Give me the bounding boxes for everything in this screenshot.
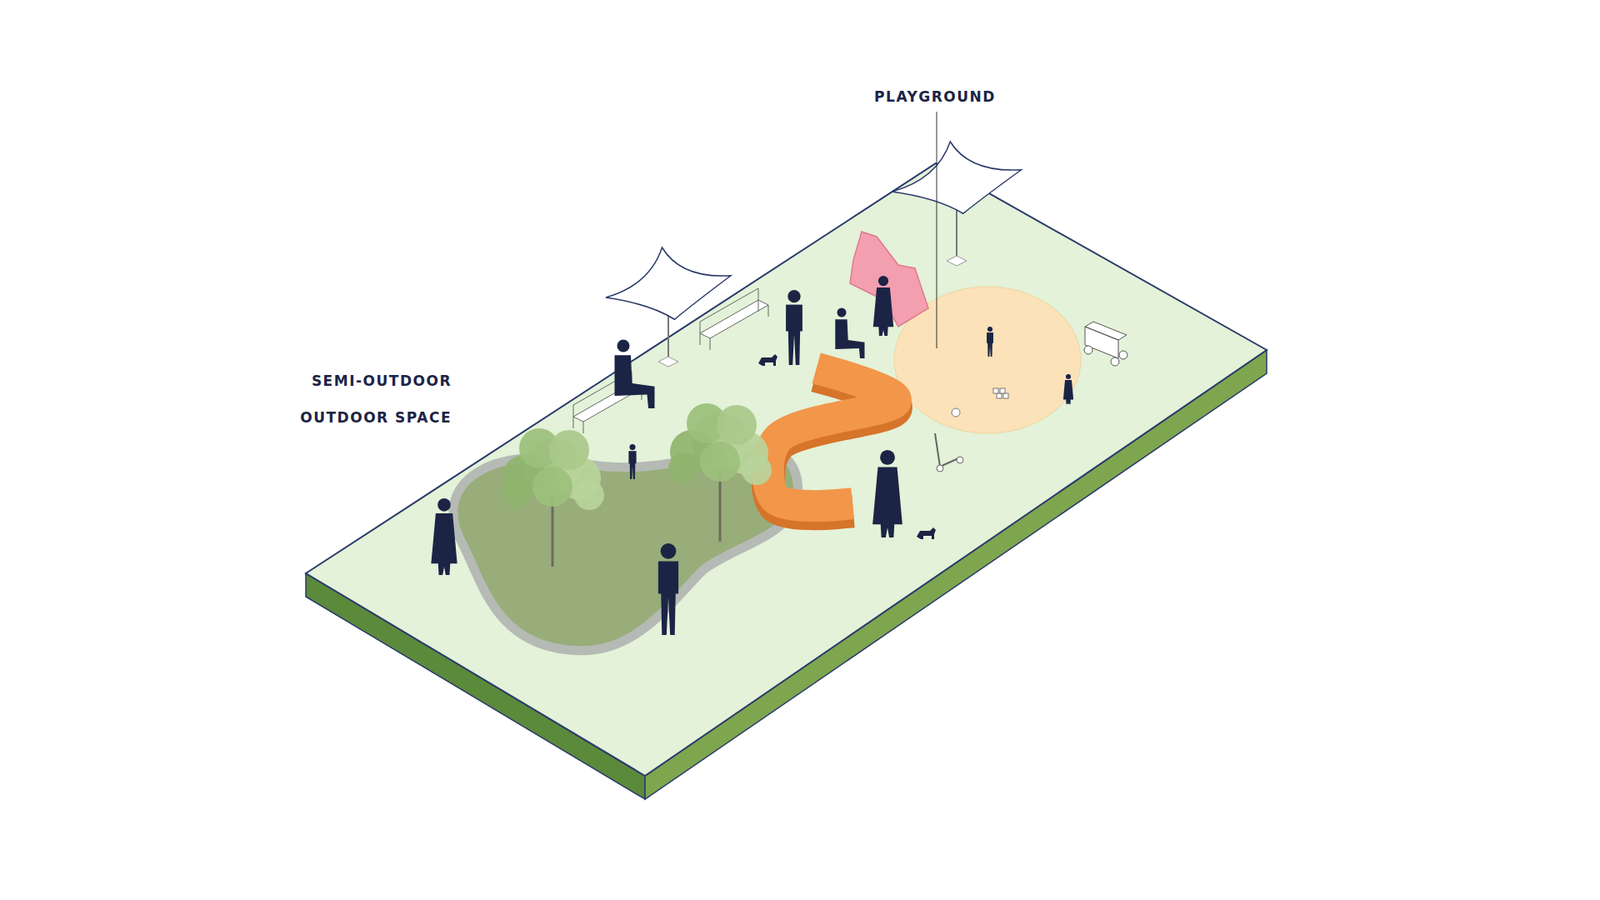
person-legs: [438, 561, 451, 575]
bench-leg: [583, 421, 585, 434]
person-head: [987, 326, 993, 332]
lawn: [457, 450, 793, 646]
leader-line: [936, 111, 938, 349]
dog: [916, 527, 936, 540]
person-body: [835, 319, 865, 359]
canopy-base: [658, 356, 679, 367]
scooter: [935, 433, 964, 472]
wagon: [1084, 321, 1128, 366]
person-legs: [660, 592, 676, 636]
scooter-wheel: [956, 456, 964, 464]
person-legs: [987, 341, 993, 357]
wagon-wheel: [1119, 350, 1128, 360]
ball: [951, 408, 960, 417]
shade-canopy: [605, 247, 731, 367]
person-legs: [630, 461, 636, 480]
person-body: [658, 561, 679, 595]
tree-foliage: [549, 430, 590, 470]
wagon-wheel: [1110, 357, 1120, 366]
area-label: SEMI-OUTDOOR: [311, 372, 452, 390]
canopy-sail: [892, 141, 1022, 214]
tree-foliage: [700, 441, 740, 482]
dog: [758, 354, 778, 366]
person-head: [1065, 374, 1071, 380]
bench-leg: [758, 300, 760, 312]
person-silhouette: [872, 450, 903, 538]
canopy-base: [946, 255, 967, 266]
dog-body: [758, 354, 778, 366]
person-head: [660, 543, 677, 560]
person-head: [617, 340, 630, 353]
scooter-wheel: [936, 465, 944, 472]
tree: [668, 403, 772, 542]
person-legs: [880, 522, 895, 538]
wagon-body: [1085, 321, 1127, 359]
person-head: [437, 498, 451, 512]
canopy-pole: [955, 204, 958, 261]
person-silhouette: [430, 498, 457, 575]
bench-leg: [710, 338, 711, 350]
canopy-pole: [667, 310, 670, 362]
person-silhouette: [785, 290, 803, 365]
toy-block: [996, 393, 1002, 399]
person-head: [787, 290, 800, 303]
bench-seat: [700, 300, 769, 339]
bench-leg: [573, 416, 575, 429]
person-silhouette: [873, 275, 894, 336]
bench-leg: [700, 333, 701, 345]
person-silhouette: [628, 444, 636, 480]
tree-foliage: [532, 466, 573, 507]
bench-back: [700, 288, 759, 334]
bench-leg: [768, 305, 770, 317]
tree-foliage: [668, 453, 699, 484]
person-silhouette: [986, 326, 994, 357]
person-head: [878, 275, 889, 286]
person-body: [1063, 380, 1074, 400]
dog-body: [916, 527, 936, 540]
person-legs: [1065, 398, 1071, 405]
person-body: [628, 450, 636, 464]
person-head: [880, 450, 895, 465]
seated-person: [835, 308, 865, 360]
tree: [500, 428, 605, 567]
tree-foliage: [716, 405, 757, 445]
person-silhouette: [1063, 374, 1074, 405]
seated-person: [615, 340, 655, 410]
walking-path-outer: [457, 450, 793, 646]
shade-canopy: [892, 141, 1022, 266]
slab-top: [305, 163, 1267, 776]
area-label: PLAYGROUND: [874, 88, 996, 105]
park-bench: [700, 288, 769, 350]
person-head: [629, 444, 635, 450]
tree-foliage: [741, 455, 772, 485]
person-head: [837, 308, 847, 318]
person-body: [615, 355, 655, 409]
wagon-wheel: [1084, 345, 1093, 355]
tree-foliage: [500, 478, 531, 509]
person-body: [873, 287, 894, 327]
area-label: OUTDOOR SPACE: [300, 409, 452, 426]
person-legs: [788, 330, 800, 366]
tree-foliage: [574, 480, 605, 510]
person-silhouette: [658, 543, 679, 635]
scooter-frame: [935, 433, 959, 467]
toy-block: [1003, 393, 1009, 399]
person-body: [430, 513, 457, 564]
canopy-sail: [605, 247, 731, 320]
person-body: [872, 467, 903, 525]
person-legs: [878, 325, 889, 336]
toy-block: [993, 388, 999, 394]
pink-sculpture: [850, 231, 929, 327]
toy-block: [1000, 388, 1005, 394]
person-body: [785, 305, 803, 332]
